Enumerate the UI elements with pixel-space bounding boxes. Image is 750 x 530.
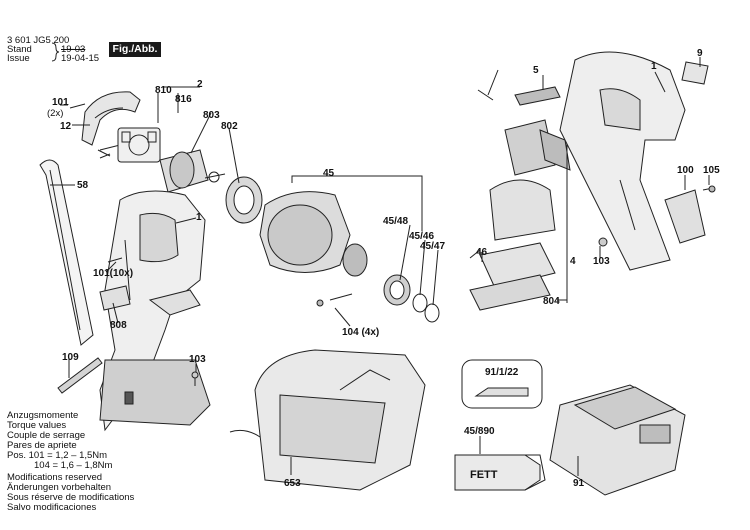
part-label: 810: [155, 85, 172, 96]
armature-drawing: [159, 149, 226, 193]
part-label: 1: [196, 212, 202, 223]
part-label: 804: [543, 296, 560, 307]
part-label: 45/48: [383, 216, 409, 227]
modification-note: Salvo modificaciones: [7, 502, 97, 513]
bracket-4: [557, 143, 568, 303]
part-label: 5: [533, 65, 539, 76]
modification-note: Sous réserve de modifications: [7, 492, 135, 503]
label-9-drawing: [681, 61, 709, 85]
torque-note: Couple de serrage: [7, 430, 86, 441]
torque-note: Anzugsmomente: [7, 410, 79, 421]
torque-note: 104 = 1,6 – 1,8Nm: [34, 460, 113, 471]
stand-label: Stand: [7, 44, 32, 55]
part-label: 105: [703, 165, 720, 176]
grease-label: FETT: [470, 469, 498, 481]
right-housing-drawing: [559, 51, 686, 271]
torque-note: Pos. 101 = 1,2 – 1,5Nm: [7, 450, 108, 461]
part-label: 103: [593, 256, 610, 267]
brush-holder-drawing: [97, 127, 161, 163]
part-label: 45/47: [420, 241, 446, 252]
part-label: 45/46: [409, 231, 435, 242]
figure-badge: Fig./Abb. 1: [109, 42, 161, 70]
part-label: 816: [175, 94, 192, 105]
part-label: 1: [651, 61, 657, 72]
motor-ring-drawing: [225, 176, 263, 224]
bit-drawing: [57, 357, 103, 394]
part-label: 46: [476, 247, 488, 258]
issue-label: Issue: [7, 53, 30, 64]
part-label: 653: [284, 478, 301, 489]
stand-date: 19-03: [61, 44, 86, 55]
part-label: 4: [570, 256, 576, 267]
part-5-drawing: [514, 86, 561, 106]
part-label: 803: [203, 110, 220, 121]
torque-note: Pares de apriete: [7, 440, 77, 451]
strap-drawing: [39, 159, 94, 346]
part-label: 45: [323, 168, 335, 179]
note-91-box: [461, 359, 543, 409]
label-808-drawing: [99, 285, 131, 311]
battery-drawing: [549, 384, 686, 496]
pcb-drawing: [469, 242, 556, 311]
left-housing-drawing: [99, 190, 211, 432]
part-label: 101(10x): [93, 268, 134, 279]
part-label: 9: [697, 48, 703, 59]
header-brace: [51, 42, 60, 62]
screw-101-a: [69, 103, 86, 109]
part-label: 91: [573, 478, 585, 489]
charger-drawing: [229, 349, 426, 491]
part-label: 802: [221, 121, 238, 132]
part-label: 109: [62, 352, 79, 363]
modification-note: Modifications reserved: [7, 472, 103, 483]
part-qty: (2x): [47, 108, 64, 119]
switch-assembly-drawing: [477, 69, 571, 241]
issue-date: 19-04-15: [61, 53, 100, 64]
part-label: 101: [52, 97, 69, 108]
part-label: 100: [677, 165, 694, 176]
part-label: 45/890: [464, 426, 495, 437]
modification-note: Änderungen vorbehalten: [7, 482, 112, 493]
part-label: 58: [77, 180, 89, 191]
torque-note: Torque values: [7, 420, 67, 431]
doc-number: 3 601 JG5 200: [7, 35, 70, 46]
part-label: 808: [110, 320, 127, 331]
part-label: 104 (4x): [342, 327, 380, 338]
part-label: 103: [189, 354, 206, 365]
grease-tube-drawing: [454, 436, 546, 491]
gear-housing-drawing: [259, 191, 368, 307]
clip-45-47: [424, 303, 440, 323]
part-label: 91/1/22: [485, 367, 519, 378]
screw-101-b: [107, 257, 123, 263]
part-label: 12: [60, 121, 72, 132]
brush-cover-drawing: [81, 91, 141, 151]
belt-clip-drawing: [664, 189, 706, 244]
clip-45-46: [412, 293, 428, 313]
part-label: 2: [197, 79, 203, 90]
